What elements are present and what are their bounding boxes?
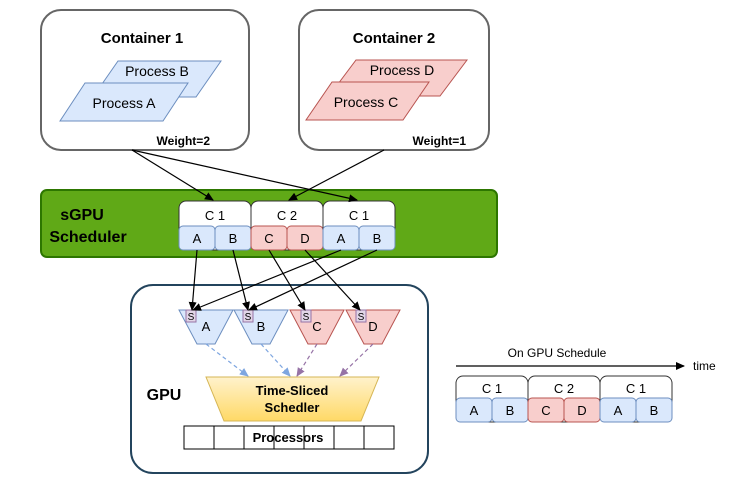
arrow [188,249,198,311]
queue-proc-label: D [368,319,377,334]
queue-to-scheduler-arrows [205,343,374,377]
scheduler-slot-label: C 1 [349,208,369,223]
proc-label: B [373,231,382,246]
queue-tag [355,309,367,323]
arrow [304,249,361,311]
processors-row [183,425,395,450]
schedule-slot-1: C 1 A B [455,375,529,423]
time-sliced-scheduler: Time-Sliced Schedler [205,376,380,422]
arrow [288,149,385,201]
queue-b: S B [233,309,289,345]
queue-a: S A [178,309,234,345]
arrow [192,249,342,311]
process-c-shape [305,81,430,121]
gpu-box: GPU S A S B S C S D [130,284,429,474]
proc-label: C [541,403,550,418]
schedule-slot-label: C 1 [626,381,646,396]
processors-label: Processors [253,430,324,445]
process-c-label: Process C [334,94,399,110]
time-sliced-line2: Schedler [265,400,320,415]
proc-label: B [506,403,515,418]
schedule-slot-label: C 1 [482,381,502,396]
proc-label: A [470,403,479,418]
dashed-arrow [205,343,249,377]
proc-label: B [650,403,659,418]
process-a-label: Process A [92,95,156,111]
schedule-slot-3: C 1 A B [599,375,673,423]
queue-tag [300,309,312,323]
dashed-arrow [339,343,374,377]
proc-box-b [635,397,673,423]
queue-tag-label: S [358,312,365,323]
schedule-title: On GPU Schedule [508,346,607,360]
process-d-label: Process D [370,62,435,78]
scheduler-slot-label: C 2 [277,208,297,223]
time-sliced-line1: Time-Sliced [256,383,329,398]
container-1-weight: Weight=2 [157,134,211,148]
container-2-title: Container 2 [353,30,436,47]
proc-label: A [614,403,623,418]
dashed-arrow [296,343,318,377]
schedule-slot-2: C 2 C D [527,375,601,423]
queue-proc-label: C [312,319,321,334]
queue-d: S D [345,309,401,345]
sgpu-scheduler: sGPU Scheduler C 1 A B C 2 C D C 1 A B [40,189,498,258]
scheduler-slot-3: C 1 A B [322,200,396,251]
queue-proc-label: A [202,319,211,334]
schedule-slot-label: C 2 [554,381,574,396]
container-2: Container 2 Process D Process C Weight=1 [298,9,490,151]
proc-label: B [229,231,238,246]
process-a-shape [59,82,189,122]
on-gpu-schedule: On GPU Schedule time C 1 A B C 2 C D C 1… [455,346,716,423]
container-2-weight: Weight=1 [413,134,467,148]
scheduler-title-line1: sGPU [60,207,104,224]
proc-label: A [337,231,346,246]
arrow [268,249,306,311]
container-to-scheduler-arrows [131,149,385,203]
proc-label: D [577,403,586,418]
queue-c: S C [289,309,345,345]
scheduler-slot-2: C 2 C D [250,200,324,251]
container-1: Container 1 Process B Process A Weight=2 [40,9,250,151]
queue-tag-label: S [245,312,252,323]
time-axis-label: time [693,359,716,373]
arrow [131,149,214,201]
arrow [131,149,358,203]
queue-proc-label: B [257,319,266,334]
proc-label: D [300,231,309,246]
dashed-arrow [260,343,291,377]
proc-label: C [264,231,273,246]
arrow [248,249,378,311]
container-1-title: Container 1 [101,30,184,47]
scheduler-slot-1: C 1 A B [178,200,252,251]
scheduler-slot-label: C 1 [205,208,225,223]
proc-label: A [193,231,202,246]
queue-tag-label: S [188,312,195,323]
gpu-title: GPU [147,387,182,404]
scheduler-to-queue-arrows [188,249,378,311]
scheduler-title-line2: Scheduler [49,229,126,246]
arrow [232,249,250,311]
queue-tag-label: S [303,312,310,323]
process-b-label: Process B [125,63,189,79]
